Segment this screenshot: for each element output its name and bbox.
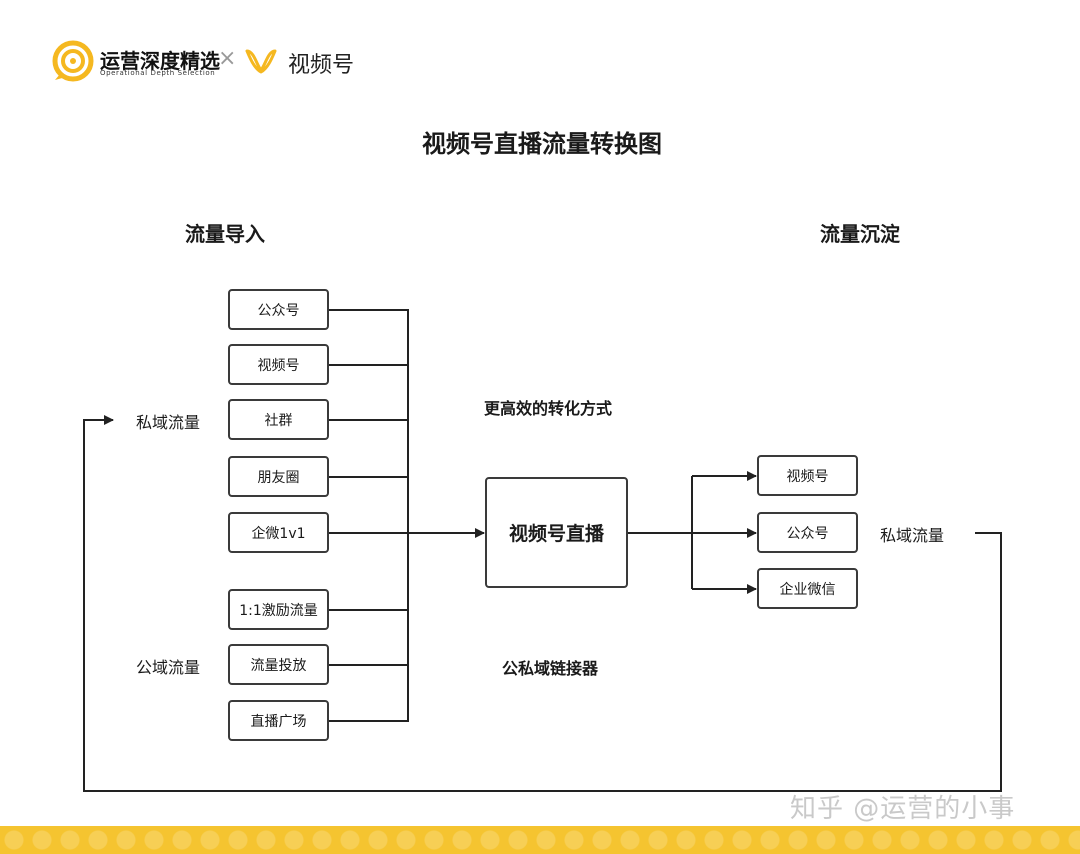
source-node-channels: 视频号 [228, 344, 329, 385]
feedback-loop-arrow [83, 415, 1002, 792]
brand-name: 运营深度精选 [100, 49, 220, 73]
source-node-live-plaza: 直播广场 [228, 700, 329, 741]
right-private-traffic-label: 私域流量 [880, 526, 945, 545]
left-section-heading: 流量导入 [185, 222, 265, 246]
brand-logo-icon [52, 40, 94, 82]
source-node-paid-traffic: 流量投放 [228, 644, 329, 685]
channels-logo-icon [244, 46, 278, 76]
output-node-official-account: 公众号 [757, 512, 858, 553]
brand-logo [52, 40, 98, 82]
center-above-note: 更高效的转化方式 [484, 399, 613, 418]
output-node-channels: 视频号 [757, 455, 858, 496]
brand-subname: Operational Depth Selection [100, 69, 216, 77]
source-node-community: 社群 [228, 399, 329, 440]
public-traffic-label: 公域流量 [136, 658, 201, 677]
source-node-official-account: 公众号 [228, 289, 329, 330]
right-section-heading: 流量沉淀 [820, 222, 900, 246]
partner-name: 视频号 [288, 53, 355, 78]
source-node-wecom-1v1: 企微1v1 [228, 512, 329, 553]
source-node-moments: 朋友圈 [228, 456, 329, 497]
footer-band [0, 826, 1080, 854]
private-traffic-label: 私域流量 [136, 413, 201, 432]
source-node-incentive-traffic: 1:1激励流量 [228, 589, 329, 630]
center-below-note: 公私域链接器 [502, 659, 599, 678]
watermark-text: 知乎 @运营的小事 [790, 794, 1016, 824]
center-node-live-stream: 视频号直播 [485, 477, 628, 588]
output-node-wecom: 企业微信 [757, 568, 858, 609]
page-title: 视频号直播流量转换图 [422, 130, 662, 158]
brand-separator: × [218, 46, 237, 71]
